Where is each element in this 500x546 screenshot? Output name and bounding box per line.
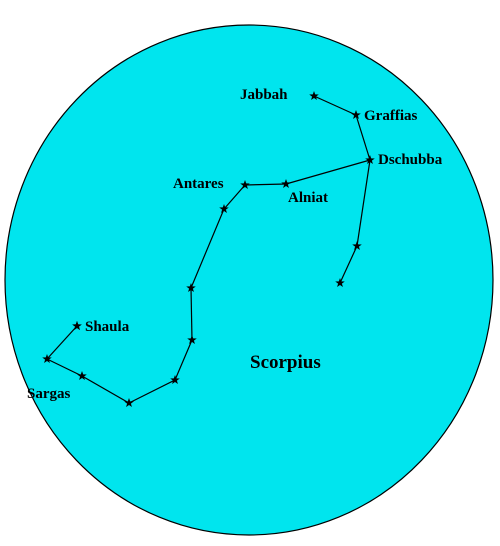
edge-s4-s5 xyxy=(339,245,358,284)
star-s10-icon xyxy=(187,335,197,345)
edge-s10-s11 xyxy=(174,339,193,381)
sky-circle xyxy=(4,24,494,536)
edge-dschubba-alniat xyxy=(285,159,371,185)
star-jabbah-icon xyxy=(309,91,319,101)
star-s4-icon xyxy=(352,241,362,251)
edge-jabbah-graffias xyxy=(313,95,357,116)
star-label-sargas: Sargas xyxy=(27,386,71,402)
star-s9-icon xyxy=(186,283,196,293)
edge-graffias-dschubba xyxy=(355,114,371,161)
edge-s11-s12 xyxy=(128,379,176,404)
edge-sargas-s15 xyxy=(46,325,78,360)
edge-s8-s9 xyxy=(190,208,225,289)
star-s13-icon xyxy=(77,371,87,381)
star-graffias-icon xyxy=(351,110,361,120)
star-markers xyxy=(42,91,375,408)
star-label-jabbah: Jabbah xyxy=(240,87,288,103)
edge-alniat-antares xyxy=(244,183,287,186)
edge-s13-sargas xyxy=(46,358,83,377)
edge-s9-s10 xyxy=(190,287,193,341)
star-dschubba-icon xyxy=(365,155,375,165)
star-label-graffias: Graffias xyxy=(364,108,417,124)
star-label-shaula: Shaula xyxy=(85,319,130,335)
star-label-alniat: Alniat xyxy=(288,190,328,206)
star-label-antares: Antares xyxy=(173,176,224,192)
star-label-dschubba: Dschubba xyxy=(378,152,443,168)
edge-dschubba-s4 xyxy=(356,159,371,247)
star-s8-icon xyxy=(219,204,229,214)
edge-s12-s13 xyxy=(81,375,130,404)
star-antares-icon xyxy=(240,180,250,190)
star-s5-icon xyxy=(335,278,345,288)
star-sargas-icon xyxy=(42,354,52,364)
star-s12-icon xyxy=(124,398,134,408)
constellation-title: Scorpius xyxy=(250,352,321,373)
star-alniat-icon xyxy=(281,179,291,189)
constellation-lines xyxy=(46,95,371,404)
edge-antares-s8 xyxy=(223,184,246,210)
star-s11-icon xyxy=(170,375,180,385)
star-shaula-icon xyxy=(72,321,82,331)
